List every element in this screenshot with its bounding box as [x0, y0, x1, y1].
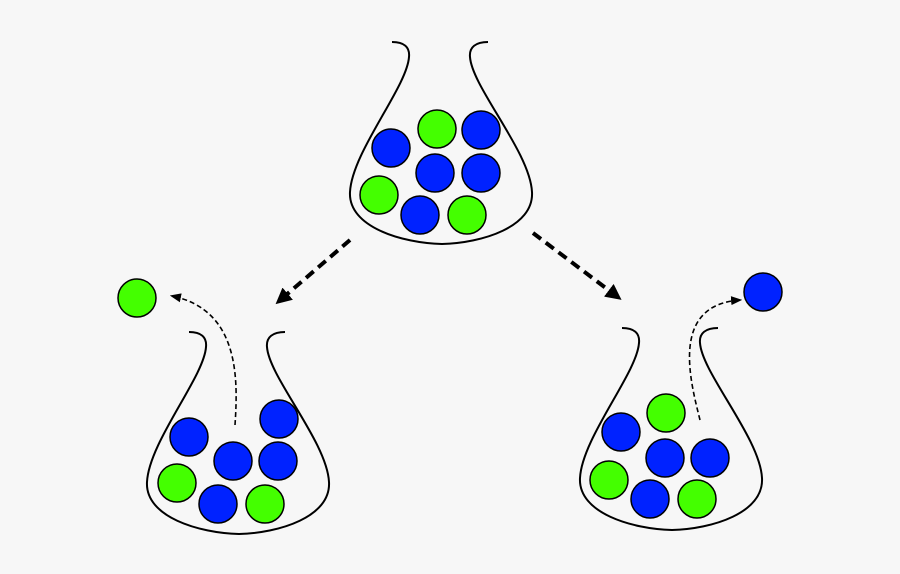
escape-arrow-right: [688, 296, 743, 421]
blue-ball: [169, 417, 209, 457]
balls-layer: [117, 109, 783, 524]
blue-ball: [601, 412, 641, 452]
flask-left-child: [145, 331, 331, 536]
escaped-green-ball: [117, 278, 157, 318]
blue-ball: [259, 399, 299, 439]
green-ball: [417, 109, 457, 149]
green-ball: [589, 460, 629, 500]
flask-outline: [145, 331, 331, 536]
blue-ball: [198, 484, 238, 524]
blue-ball: [400, 195, 440, 235]
green-ball: [677, 479, 717, 519]
blue-ball: [690, 438, 730, 478]
flask-outline: [348, 41, 534, 246]
blue-ball: [630, 479, 670, 519]
flask-parent: [348, 41, 534, 246]
flask-right-child: [578, 327, 764, 532]
blue-ball: [461, 153, 501, 193]
blue-ball: [258, 441, 298, 481]
green-ball: [157, 463, 197, 503]
escape-arrow-left: [169, 293, 237, 426]
blue-ball: [371, 128, 411, 168]
blue-ball: [645, 438, 685, 478]
green-ball: [646, 393, 686, 433]
blue-ball: [415, 153, 455, 193]
blue-ball: [461, 110, 501, 150]
blue-ball: [213, 441, 253, 481]
split-arrow-left: [275, 238, 352, 305]
green-ball: [359, 175, 399, 215]
flask-outline: [578, 327, 764, 532]
split-arrow-right: [531, 231, 622, 300]
green-ball: [245, 484, 285, 524]
green-ball: [447, 195, 487, 235]
escaped-blue-ball: [743, 272, 783, 312]
